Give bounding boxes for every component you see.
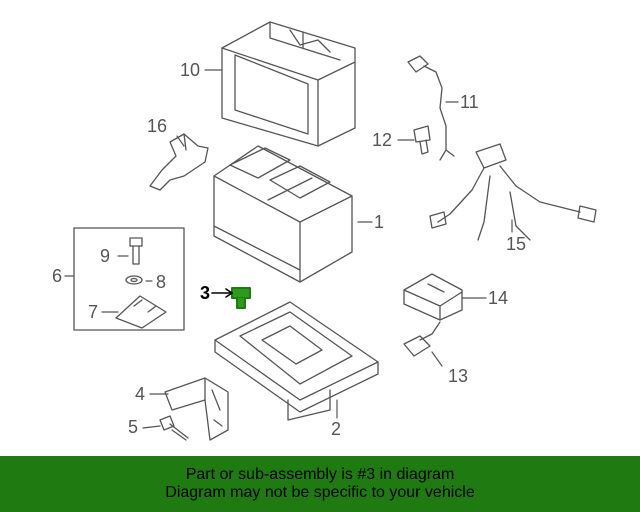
part-5-bolt-drawing xyxy=(159,415,189,441)
part-4-bracket-drawing xyxy=(164,377,229,441)
callout-12: 12 xyxy=(372,130,393,150)
callout-10: 10 xyxy=(180,60,201,80)
callout-8: 8 xyxy=(156,272,167,292)
callout-6: 6 xyxy=(52,266,63,286)
part-14-cover-drawing xyxy=(403,273,463,321)
part-12-bolt-drawing xyxy=(413,125,431,155)
callout-16: 16 xyxy=(147,116,168,136)
part-2-battery-tray-drawing xyxy=(214,301,379,421)
leader-line-part-3 xyxy=(211,288,233,298)
part-3-bolt-drawing xyxy=(231,287,251,309)
part-13-terminal-drawing xyxy=(403,321,441,357)
part-info-banner: Part or sub-assembly is #3 in diagram Di… xyxy=(0,456,640,512)
banner-line-part-number: Part or sub-assembly is #3 in diagram xyxy=(185,466,455,483)
callout-11: 11 xyxy=(460,92,479,112)
callout-2: 2 xyxy=(331,419,342,439)
callout-3[interactable]: 3 xyxy=(200,283,211,303)
part-16-clamp-drawing xyxy=(149,133,209,191)
callout-1: 1 xyxy=(374,212,385,232)
part-10-battery-box-drawing xyxy=(221,21,356,147)
callout-9: 9 xyxy=(100,246,111,266)
part-15-harness-drawing xyxy=(429,143,597,241)
part-6-group-drawing xyxy=(73,227,185,331)
callout-15: 15 xyxy=(506,234,527,254)
part-11-cable-drawing xyxy=(407,55,455,161)
callout-5: 5 xyxy=(128,417,139,437)
leader-lines xyxy=(64,69,513,429)
callout-13: 13 xyxy=(448,366,469,386)
exploded-parts-diagram xyxy=(64,21,597,441)
callout-14: 14 xyxy=(488,288,509,308)
callout-7: 7 xyxy=(88,302,99,322)
part-1-battery-drawing xyxy=(213,145,353,283)
callout-4: 4 xyxy=(135,384,146,404)
banner-line-disclaimer: Diagram may not be specific to your vehi… xyxy=(165,484,475,501)
